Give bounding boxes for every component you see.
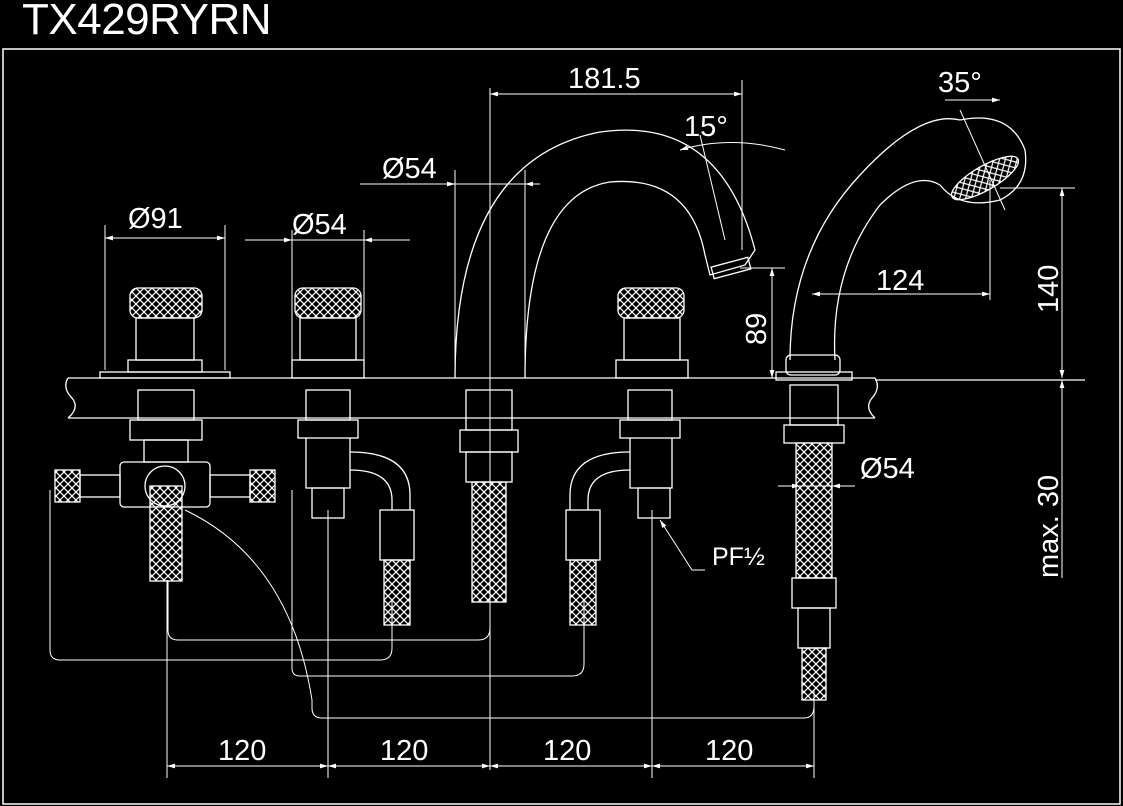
dim-spacing-1: 120	[218, 735, 266, 767]
dim-deck-max: max. 30	[1033, 475, 1065, 578]
dim-spacing-4: 120	[705, 735, 753, 767]
drawing-frame	[2, 48, 1121, 805]
dim-spacing-2: 120	[380, 735, 428, 767]
hand-shower	[775, 117, 1027, 701]
dim-spacing-3: 120	[543, 735, 591, 767]
right-handle	[565, 287, 689, 626]
diverter-block	[54, 439, 276, 582]
deck-slab	[65, 377, 1085, 419]
dim-shower-angle: 35°	[938, 67, 982, 99]
cold-handle	[291, 287, 415, 626]
dim-spout-reach: 181.5	[568, 63, 641, 95]
hot-handle	[99, 287, 231, 441]
dim-shower-height: 140	[1033, 265, 1065, 313]
spout	[454, 129, 756, 603]
dim-spout-dia: Ø54	[382, 153, 437, 185]
dim-shower-reach: 124	[876, 265, 924, 297]
dim-handle-dia-mid: Ø54	[292, 209, 347, 241]
dim-spout-angle: 15°	[684, 111, 728, 143]
dim-spout-height: 89	[741, 313, 773, 345]
drawing-title: TX429RYRN	[22, 0, 272, 44]
dim-handle-dia-left: Ø91	[128, 203, 183, 235]
dim-thread: PF½	[712, 543, 765, 571]
dim-shower-base-dia: Ø54	[860, 453, 915, 485]
